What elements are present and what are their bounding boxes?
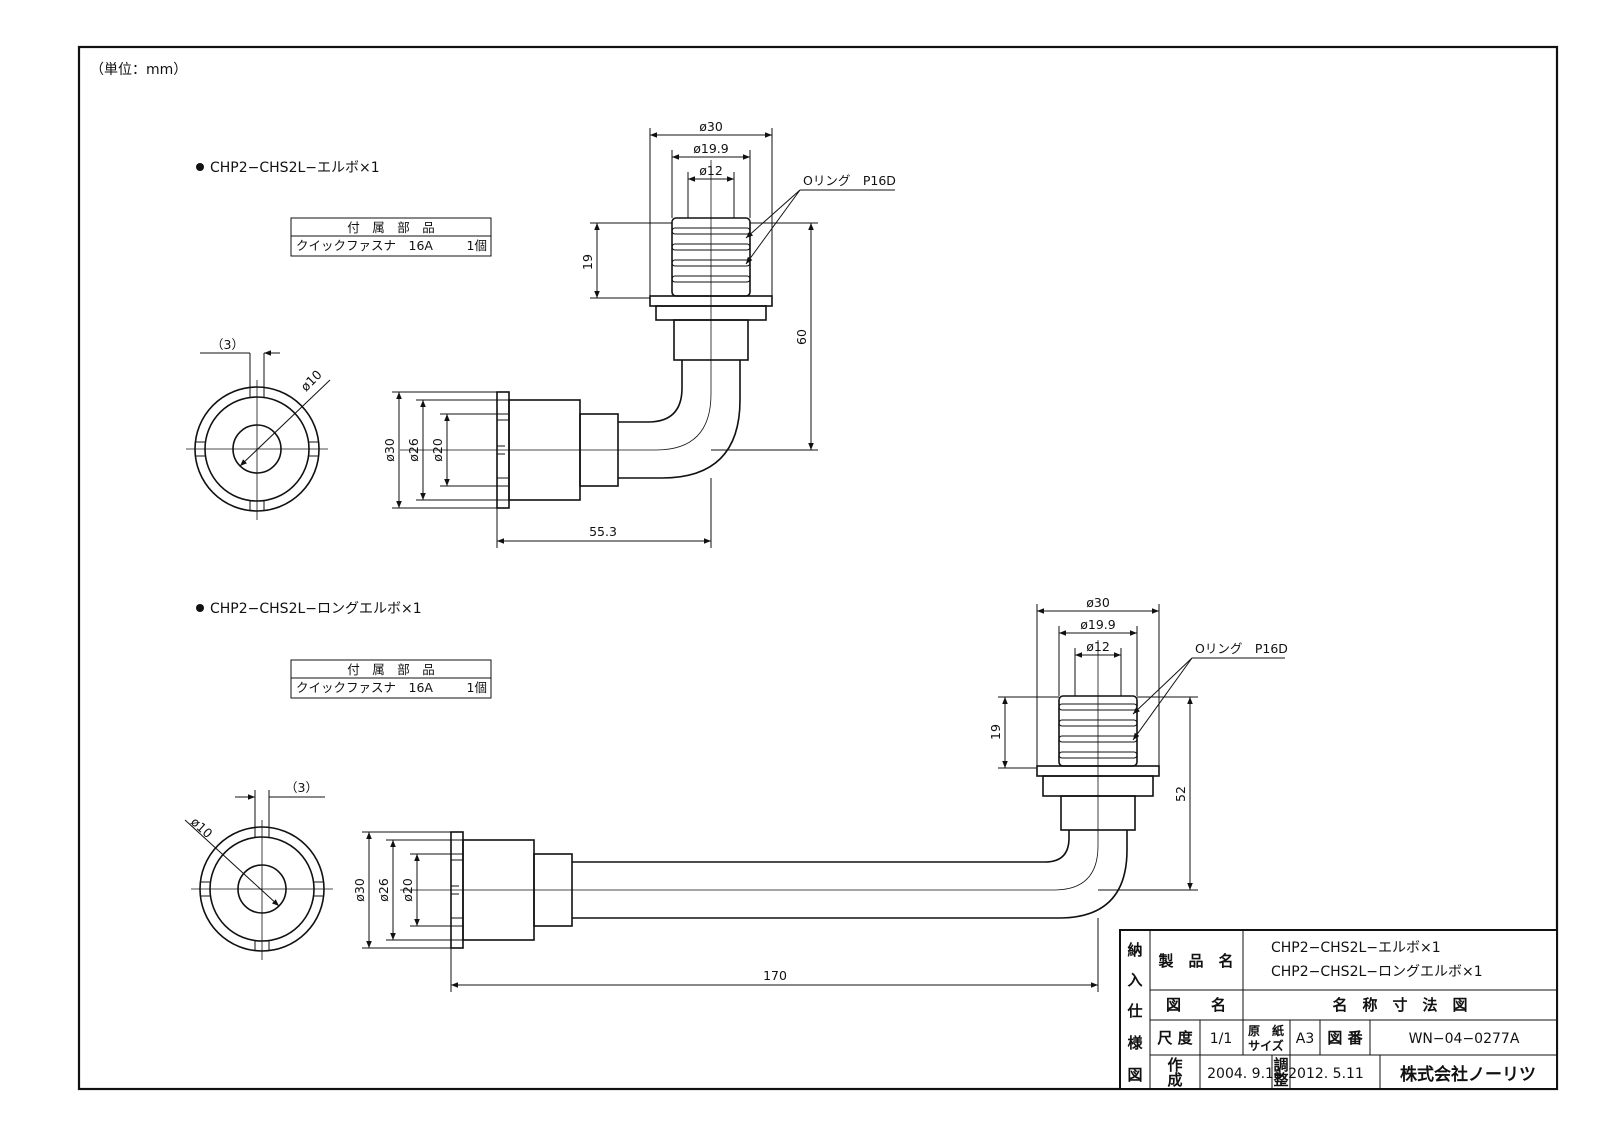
side-label-2: 入 <box>1127 971 1142 989</box>
company-logo: 株式会社ノーリツ <box>1400 1064 1536 1085</box>
side-label-5: 図 <box>1127 1066 1142 1084</box>
title-block: 納 入 仕 様 図 製 品 名 CHP2−CHS2L−エルボ×1 CHP2−CH… <box>1119 929 1558 1090</box>
side-label-1: 納 <box>1127 941 1142 959</box>
dim-o20: ø20 <box>400 878 415 902</box>
part-2-fitting <box>400 640 1160 949</box>
revised-label-2: 整 <box>1273 1071 1288 1089</box>
dim-52: 52 <box>1173 786 1188 802</box>
bullet-icon <box>196 604 204 612</box>
accessory-qty: 1個 <box>467 238 487 253</box>
drawing-name: 名 称 寸 法 図 <box>1332 996 1467 1014</box>
paper-value: A3 <box>1296 1031 1314 1047</box>
scale-label: 尺 度 <box>1157 1029 1193 1047</box>
part-1-accessory-table: 付 属 部 品 クイックファスナ 16A 1個 <box>290 217 492 257</box>
product-name-label: 製 品 名 <box>1157 952 1233 970</box>
accessory-header: 付 属 部 品 <box>347 662 435 677</box>
dim-d19-9: ø19.9 <box>1080 617 1116 632</box>
paper-label-1: 原 紙 <box>1248 1023 1284 1038</box>
oring-label: Oリング P16D <box>803 173 896 188</box>
dim-19: 19 <box>580 254 595 270</box>
revised-date: 2012. 5.11 <box>1288 1066 1364 1082</box>
dim-o26: ø26 <box>376 878 391 902</box>
drawing-name-label: 図 名 <box>1166 996 1226 1014</box>
part-1-dimensions: ø30 ø19.9 ø12 Oリング P16D 19 60 <box>382 119 896 548</box>
product-name-1: CHP2−CHS2L−エルボ×1 <box>1271 940 1441 956</box>
revised-label-1: 調 <box>1273 1056 1288 1074</box>
created-label-2: 成 <box>1167 1071 1182 1089</box>
accessory-qty: 1個 <box>467 680 487 695</box>
accessory-item: クイックファスナ 16A <box>296 238 433 253</box>
dim-o20: ø20 <box>430 438 445 462</box>
unit-note: （単位：mm） <box>90 62 187 78</box>
part-1-end-view: （3） ø10 <box>186 337 331 520</box>
bullet-icon <box>196 163 204 171</box>
part-2-long-elbow: CHP2−CHS2L−ロングエルボ×1 付 属 部 品 クイックファスナ 16A… <box>184 595 1288 992</box>
part-2-dimensions: ø30 ø19.9 ø12 Oリング P16D 19 52 ø30 <box>352 595 1288 992</box>
dim-3: （3） <box>285 780 318 795</box>
part-1-elbow: CHP2−CHS2L−エルボ×1 付 属 部 品 クイックファスナ 16A 1個 <box>186 119 896 548</box>
accessory-header: 付 属 部 品 <box>347 220 435 235</box>
dim-d12: ø12 <box>699 163 723 178</box>
dim-170: 170 <box>763 968 787 983</box>
dim-d10: ø10 <box>298 367 325 394</box>
created-date: 2004. 9.14 <box>1207 1066 1283 1082</box>
dim-19: 19 <box>988 724 1003 740</box>
drawing-no: WN−04−0277A <box>1409 1031 1520 1047</box>
dim-o30: ø30 <box>382 438 397 462</box>
part-2-title: CHP2−CHS2L−ロングエルボ×1 <box>210 601 422 617</box>
scale-value: 1/1 <box>1210 1031 1233 1047</box>
created-label-1: 作 <box>1167 1056 1182 1074</box>
oring-label: Oリング P16D <box>1195 641 1288 656</box>
dim-d10: ø10 <box>188 814 216 841</box>
part-2-end-view: （3） ø10 <box>184 780 333 960</box>
dim-3: （3） <box>211 337 244 352</box>
part-2-accessory-table: 付 属 部 品 クイックファスナ 16A 1個 <box>290 659 492 699</box>
dim-o30: ø30 <box>352 878 367 902</box>
paper-label-2: サイズ <box>1248 1038 1284 1053</box>
dim-55-3: 55.3 <box>589 524 617 539</box>
dim-d30-top: ø30 <box>699 119 723 134</box>
side-label-4: 様 <box>1127 1034 1143 1052</box>
dim-d12: ø12 <box>1086 639 1110 654</box>
side-label-3: 仕 <box>1126 1002 1142 1020</box>
dim-d19-9: ø19.9 <box>693 141 729 156</box>
dim-60: 60 <box>794 329 809 345</box>
accessory-item: クイックファスナ 16A <box>296 680 433 695</box>
dim-d30-top: ø30 <box>1086 595 1110 610</box>
dim-o26: ø26 <box>406 438 421 462</box>
product-name-2: CHP2−CHS2L−ロングエルボ×1 <box>1271 964 1483 980</box>
part-1-fitting <box>400 160 773 509</box>
sheet-frame <box>77 45 1559 1091</box>
part-1-title: CHP2−CHS2L−エルボ×1 <box>210 160 380 176</box>
drawing-no-label: 図 番 <box>1327 1029 1363 1047</box>
